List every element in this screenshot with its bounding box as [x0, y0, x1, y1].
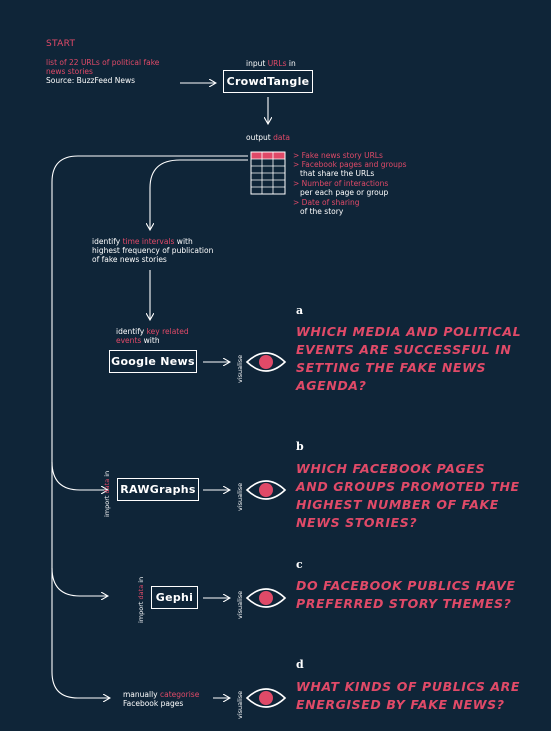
gephi-box: Gephi — [151, 586, 198, 609]
manual-step-line1: manually categorise — [123, 690, 200, 699]
eye-icon — [245, 688, 287, 708]
events-step-line1: identify key related — [116, 327, 189, 336]
question-letter-b: b — [296, 440, 304, 453]
question-letter-a: a — [296, 304, 304, 317]
import-data-label-gephi: import data in — [137, 576, 145, 623]
arrow-icon — [150, 159, 248, 230]
start-source: Source: BuzzFeed News — [46, 76, 135, 85]
question-a: WHICH MEDIA AND POLITICAL EVENTS ARE SUC… — [296, 324, 522, 393]
output-item-pages-desc: that share the URLs — [300, 169, 375, 178]
start-list-line2: news stories — [46, 67, 93, 76]
output-item-date: > Date of sharing — [293, 198, 360, 207]
rawgraphs-box: RAWGraphs — [117, 478, 199, 501]
visualise-label-b: visualise — [236, 482, 244, 511]
arrow-icon — [51, 461, 108, 490]
question-b: WHICH FACEBOOK PAGES AND GROUPS PROMOTED… — [296, 461, 520, 530]
main-loop-line — [51, 155, 248, 698]
time-step-line3: of fake news stories — [92, 255, 167, 264]
table-icon — [250, 151, 286, 195]
visualise-label-a: visualise — [236, 354, 244, 383]
visualise-label-c: visualise — [236, 590, 244, 619]
arrow-icon — [51, 567, 108, 596]
question-letter-d: d — [296, 658, 304, 671]
output-item-interactions: > Number of interactions — [293, 179, 389, 188]
question-c: DO FACEBOOK PUBLICS HAVE PREFERRED STORY… — [296, 578, 516, 611]
crowdtangle-input-label: input URLs in — [246, 59, 296, 68]
google-news-box: Google News — [109, 350, 197, 373]
manual-step-line2: Facebook pages — [123, 699, 184, 708]
start-list-line1: list of 22 URLs of political fake — [46, 58, 160, 67]
output-item-interactions-desc: per each page or group — [300, 188, 389, 197]
output-item-pages: > Facebook pages and groups — [293, 160, 407, 169]
eye-icon — [245, 588, 287, 608]
output-item-urls: > Fake news story URLs — [293, 151, 383, 160]
output-item-date-desc: of the story — [300, 207, 344, 216]
time-step-line2: highest frequency of publication — [92, 246, 214, 255]
import-data-label-rawgraphs: import data in — [103, 470, 111, 517]
eye-icon — [245, 480, 287, 500]
output-data-label: output data — [246, 133, 291, 142]
eye-icon — [245, 352, 287, 372]
start-label: START — [46, 39, 76, 49]
events-step-line2: events with — [116, 336, 160, 345]
question-letter-c: c — [296, 558, 303, 571]
visualise-label-d: visualise — [236, 690, 244, 719]
crowdtangle-box: CrowdTangle — [223, 70, 313, 93]
question-d: WHAT KINDS OF PUBLICS ARE ENERGISED BY F… — [296, 679, 521, 712]
time-step-line1: identify time intervals with — [92, 237, 193, 246]
